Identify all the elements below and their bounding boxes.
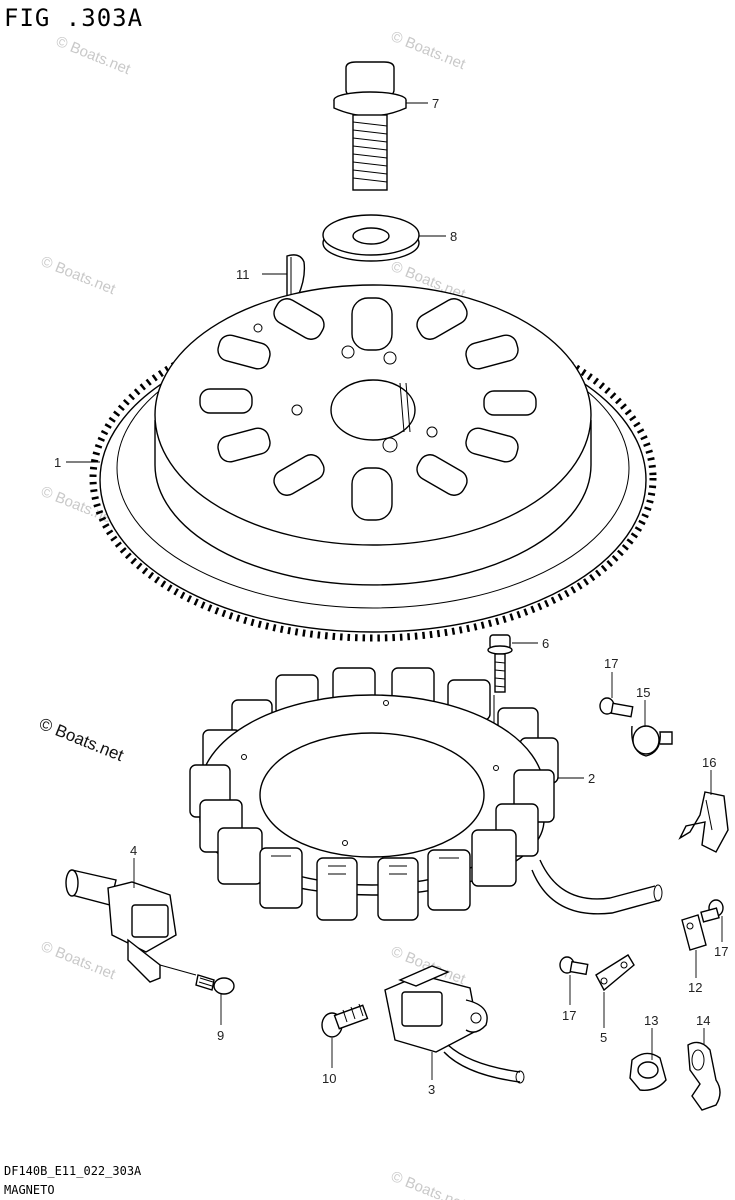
part-bolt-6 <box>487 634 538 770</box>
callout-9: 9 <box>217 1028 224 1043</box>
callout-7: 7 <box>432 96 439 111</box>
part-screw-10 <box>321 1003 369 1068</box>
part-bracket-12 <box>681 914 707 978</box>
stator-front-coils <box>189 764 555 921</box>
callout-3: 3 <box>428 1082 435 1097</box>
part-pulser-coil-3 <box>384 965 525 1084</box>
part-bracket-5 <box>595 954 635 1028</box>
part-bolt-7 <box>333 61 428 191</box>
watermark-text: © Boats.net <box>389 1168 469 1200</box>
callout-12: 12 <box>688 980 702 995</box>
part-screw-17-upper <box>599 672 634 718</box>
watermark-text: © Boats.net <box>389 28 469 74</box>
part-screw-9 <box>195 974 235 1025</box>
part-washer-8 <box>322 214 446 262</box>
bolt-thread-lines <box>352 121 388 183</box>
watermark-label: © Boats.net <box>37 714 127 765</box>
watermark-text: © Boats.net <box>39 938 119 984</box>
part-screw-17-lower <box>559 956 589 1005</box>
callout-1: 1 <box>54 455 61 470</box>
part-clip-13 <box>629 1028 667 1091</box>
callout-14: 14 <box>696 1013 710 1028</box>
callout-13: 13 <box>644 1013 658 1028</box>
part-sensor-4 <box>65 858 197 983</box>
watermark-text: © Boats.net <box>39 253 119 299</box>
callout-6: 6 <box>542 636 549 651</box>
part-stator-2 <box>189 667 663 921</box>
callout-17-lower: 17 <box>562 1008 576 1023</box>
callout-labels: 1 2 3 4 5 6 7 8 9 10 11 12 13 14 15 16 1… <box>54 96 728 1097</box>
watermark-text: © Boats.net <box>54 33 134 79</box>
part-clip-14 <box>687 1028 721 1111</box>
model-code: DF140B_E11_022_303A <box>4 1164 142 1178</box>
callout-11: 11 <box>236 267 250 282</box>
callout-5: 5 <box>600 1030 607 1045</box>
figure-title: FIG .303A <box>4 4 143 32</box>
part-flywheel-1 <box>66 284 657 642</box>
callout-17-upper: 17 <box>604 656 618 671</box>
part-clip-16 <box>678 770 729 853</box>
callout-16: 16 <box>702 755 716 770</box>
callout-4: 4 <box>130 843 137 858</box>
part-screw-17-right <box>700 899 724 942</box>
flywheel-window-slots <box>199 297 537 521</box>
stator-coil-windings <box>271 855 459 875</box>
callout-17-right: 17 <box>714 944 728 959</box>
callout-10: 10 <box>322 1071 336 1086</box>
part-key-11 <box>262 254 306 299</box>
part-clamp-15 <box>631 700 673 757</box>
section-name: MAGNETO <box>4 1183 55 1197</box>
callout-8: 8 <box>450 229 457 244</box>
callout-2: 2 <box>588 771 595 786</box>
callout-15: 15 <box>636 685 650 700</box>
flywheel-small-holes <box>253 323 438 453</box>
